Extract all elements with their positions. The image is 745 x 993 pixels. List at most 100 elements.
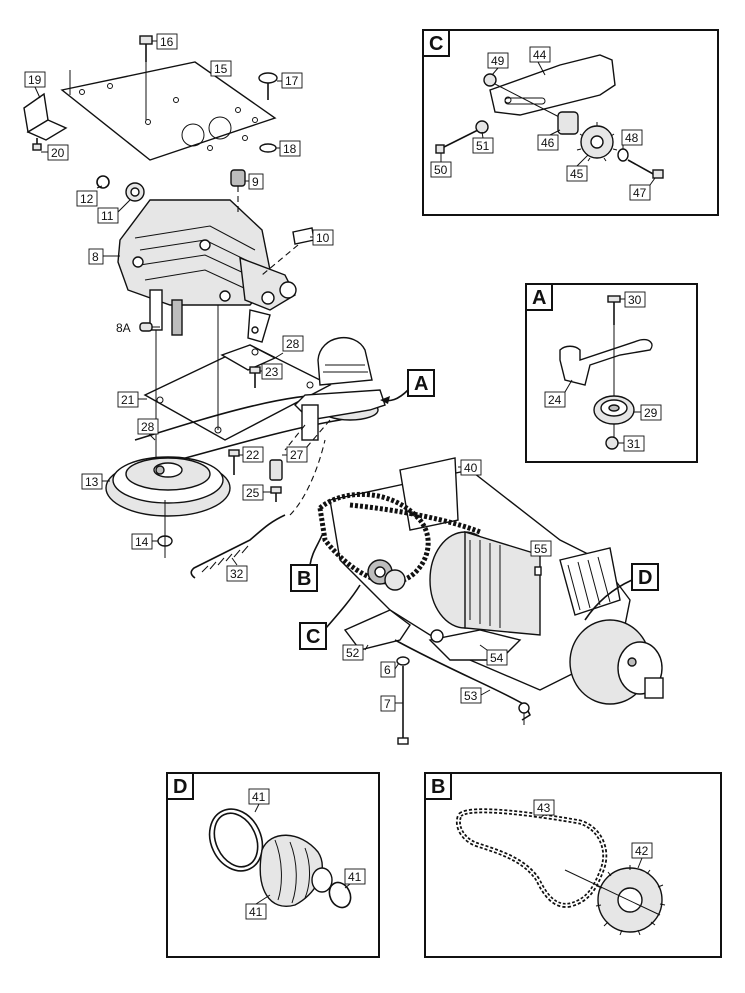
svg-text:D: D xyxy=(638,567,652,589)
svg-text:20: 20 xyxy=(51,146,65,160)
arrow-a-head xyxy=(380,396,390,404)
svg-text:29: 29 xyxy=(644,406,658,420)
callout-27: 27 xyxy=(282,446,308,463)
callout-52: 52 xyxy=(342,644,369,661)
callout-50: 50 xyxy=(430,153,452,178)
svg-text:8: 8 xyxy=(92,250,99,264)
svg-text:41: 41 xyxy=(252,790,266,804)
washer-18 xyxy=(259,143,277,153)
callout-20: 20 xyxy=(41,144,69,161)
callout-16: 16 xyxy=(152,33,178,50)
inset-tag-b: B xyxy=(424,772,452,800)
bolt-16 xyxy=(139,35,153,120)
callout-23: 23 xyxy=(260,363,283,380)
svg-text:A: A xyxy=(532,287,546,309)
svg-text:50: 50 xyxy=(434,163,448,177)
callout-9: 9 xyxy=(245,173,264,190)
svg-text:44: 44 xyxy=(533,48,547,62)
inset-a xyxy=(525,283,698,463)
svg-text:46: 46 xyxy=(541,136,555,150)
callout-24: 24 xyxy=(544,379,573,408)
svg-text:A: A xyxy=(414,373,428,395)
callout-42: 42 xyxy=(631,842,653,869)
svg-text:55: 55 xyxy=(534,542,548,556)
callout-28-top: 28 xyxy=(274,335,304,359)
pinion-11 xyxy=(125,182,145,202)
svg-text:B: B xyxy=(431,776,445,798)
svg-text:C: C xyxy=(429,33,443,55)
top-plate-15 xyxy=(60,61,277,161)
inset-b xyxy=(424,772,722,958)
svg-text:21: 21 xyxy=(121,393,135,407)
callout-7: 7 xyxy=(380,695,403,712)
callout-53: 53 xyxy=(460,687,491,704)
svg-text:54: 54 xyxy=(490,651,504,665)
inset-d xyxy=(166,772,380,958)
svg-text:45: 45 xyxy=(570,167,584,181)
svg-text:48: 48 xyxy=(625,131,639,145)
tension-spring-32 xyxy=(190,514,286,579)
callout-28-bottom: 28 xyxy=(137,418,159,441)
ref-tag-b: B xyxy=(290,564,318,592)
spacer-27 xyxy=(269,459,283,481)
svg-text:27: 27 xyxy=(290,448,304,462)
svg-text:12: 12 xyxy=(80,192,94,206)
breather-9 xyxy=(230,169,246,215)
inset-c xyxy=(422,29,719,216)
ref-tag-a: A xyxy=(407,369,435,397)
callout-40: 40 xyxy=(458,459,482,476)
idler-assembly xyxy=(294,336,386,441)
svg-text:B: B xyxy=(297,568,311,590)
knob-17 xyxy=(258,72,278,100)
svg-text:C: C xyxy=(306,626,320,648)
gearbox-8 xyxy=(117,199,297,343)
callout-47: 47 xyxy=(629,177,656,201)
callout-17: 17 xyxy=(277,72,303,89)
svg-text:53: 53 xyxy=(464,689,478,703)
arrow-d xyxy=(584,579,633,621)
screw-20 xyxy=(32,138,42,151)
arrow-b xyxy=(309,534,323,566)
callout-41-boot: 41 xyxy=(245,894,271,920)
svg-text:41: 41 xyxy=(348,870,362,884)
svg-text:30: 30 xyxy=(628,293,642,307)
callout-41-small: 41 xyxy=(344,868,366,889)
callout-22: 22 xyxy=(239,446,264,463)
svg-text:42: 42 xyxy=(635,844,649,858)
callout-10: 10 xyxy=(310,229,334,246)
ref-tag-d: D xyxy=(631,563,659,591)
svg-text:28: 28 xyxy=(286,337,300,351)
svg-text:23: 23 xyxy=(265,365,279,379)
svg-text:19: 19 xyxy=(28,73,42,87)
callout-6: 6 xyxy=(380,661,400,678)
svg-text:16: 16 xyxy=(160,35,174,49)
callout-19: 19 xyxy=(24,71,46,99)
bolt-25 xyxy=(270,486,282,502)
svg-text:D: D xyxy=(173,776,187,798)
svg-text:13: 13 xyxy=(85,475,99,489)
svg-text:7: 7 xyxy=(384,697,391,711)
arrow-c xyxy=(325,584,361,629)
svg-text:40: 40 xyxy=(464,461,478,475)
svg-text:31: 31 xyxy=(627,437,641,451)
svg-text:14: 14 xyxy=(135,535,149,549)
inset-tag-a: A xyxy=(525,283,553,311)
callout-11: 11 xyxy=(97,199,131,224)
inset-tag-c: C xyxy=(422,29,450,57)
inset-tag-d: D xyxy=(166,772,194,800)
callout-46: 46 xyxy=(537,129,561,151)
svg-text:32: 32 xyxy=(230,567,244,581)
callout-14: 14 xyxy=(131,533,158,550)
svg-text:49: 49 xyxy=(491,54,505,68)
svg-text:28: 28 xyxy=(141,420,155,434)
callout-48: 48 xyxy=(621,129,643,149)
bracket-19 xyxy=(23,92,68,141)
svg-text:25: 25 xyxy=(246,486,260,500)
svg-text:18: 18 xyxy=(283,142,297,156)
svg-text:43: 43 xyxy=(537,801,551,815)
svg-text:10: 10 xyxy=(316,231,330,245)
drive-pulley-13 xyxy=(105,456,231,517)
callout-15: 15 xyxy=(210,60,232,77)
callout-54: 54 xyxy=(479,644,508,666)
